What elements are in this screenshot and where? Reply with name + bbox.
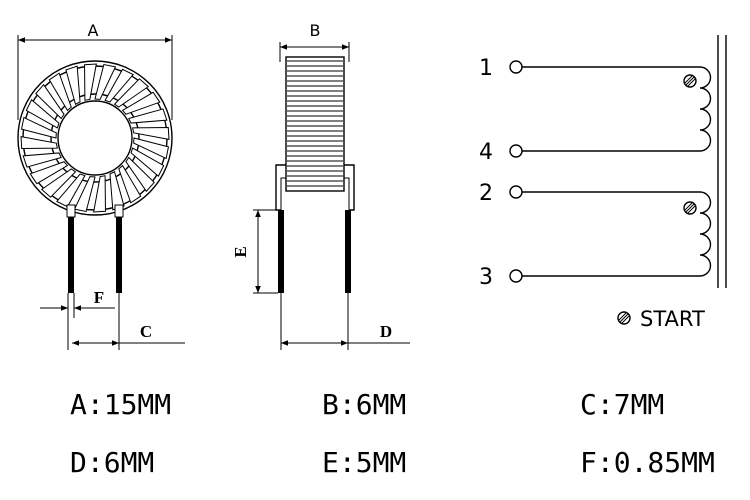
toroid-side-view: B E D — [231, 21, 410, 350]
pin-4-label: 4 — [479, 140, 493, 165]
winding-strand — [25, 99, 60, 129]
lead-right — [116, 217, 122, 293]
winding-strand — [40, 168, 77, 198]
winding-strand — [22, 152, 62, 168]
pin-2-terminal — [509, 185, 523, 199]
winding-strand — [29, 161, 69, 185]
pin-4-terminal — [509, 144, 523, 158]
dim-label-e: E — [231, 246, 250, 257]
winding-strand — [20, 116, 57, 139]
winding-schematic: 1 4 2 3 START — [479, 35, 727, 331]
dim-label-b: B — [310, 21, 321, 40]
winding-strand — [113, 78, 150, 108]
pin-3-label: 3 — [479, 265, 493, 290]
winding-strand — [48, 72, 72, 112]
start-dot-icon — [617, 311, 631, 325]
winding-2 — [522, 191, 712, 277]
dim-label-a: A — [88, 21, 99, 40]
pin-1-label: 1 — [479, 56, 493, 81]
winding-strand — [35, 83, 65, 120]
dim-label-c: C — [140, 322, 152, 341]
winding-strand — [93, 175, 106, 213]
spec-c: C:7MM — [580, 388, 664, 421]
pin-2-label: 2 — [479, 181, 493, 206]
spec-e: E:5MM — [322, 446, 406, 479]
winding-strand — [130, 147, 165, 177]
toroid-top-view: A F C — [17, 21, 185, 350]
winding-strand — [84, 63, 97, 101]
start-dot-winding-2 — [683, 201, 697, 215]
spec-b: B:6MM — [322, 388, 406, 421]
dim-label-f: F — [94, 288, 104, 307]
side-lead-left — [278, 210, 284, 293]
winding-strand — [104, 68, 134, 103]
winding-strand — [121, 91, 161, 115]
side-lead-right — [345, 210, 351, 293]
toroid-windings — [20, 63, 170, 213]
pin-1-terminal — [509, 60, 523, 74]
dim-label-d: D — [380, 322, 392, 341]
winding-strand — [109, 171, 125, 211]
start-dot-winding-1 — [683, 74, 697, 88]
start-label: START — [640, 307, 705, 331]
pin-3-terminal — [509, 269, 523, 283]
start-legend: START — [617, 307, 705, 331]
side-windings — [287, 60, 343, 187]
winding-1 — [522, 66, 712, 152]
winding-strand — [118, 164, 142, 204]
winding-strand — [133, 137, 170, 160]
winding-strand — [132, 127, 170, 140]
winding-strand — [128, 108, 168, 124]
spec-d: D:6MM — [70, 446, 154, 479]
winding-strand — [20, 136, 58, 149]
winding-strand — [94, 63, 117, 100]
winding-strand — [125, 156, 155, 193]
spec-a: A:15MM — [70, 388, 171, 421]
winding-strand — [56, 173, 86, 208]
spec-f: F:0.85MM — [580, 446, 715, 479]
winding-strand — [65, 65, 81, 105]
lead-left — [68, 217, 74, 293]
spec-table: A:15MM B:6MM C:7MM D:6MM E:5MM F:0.85MM — [70, 388, 715, 479]
